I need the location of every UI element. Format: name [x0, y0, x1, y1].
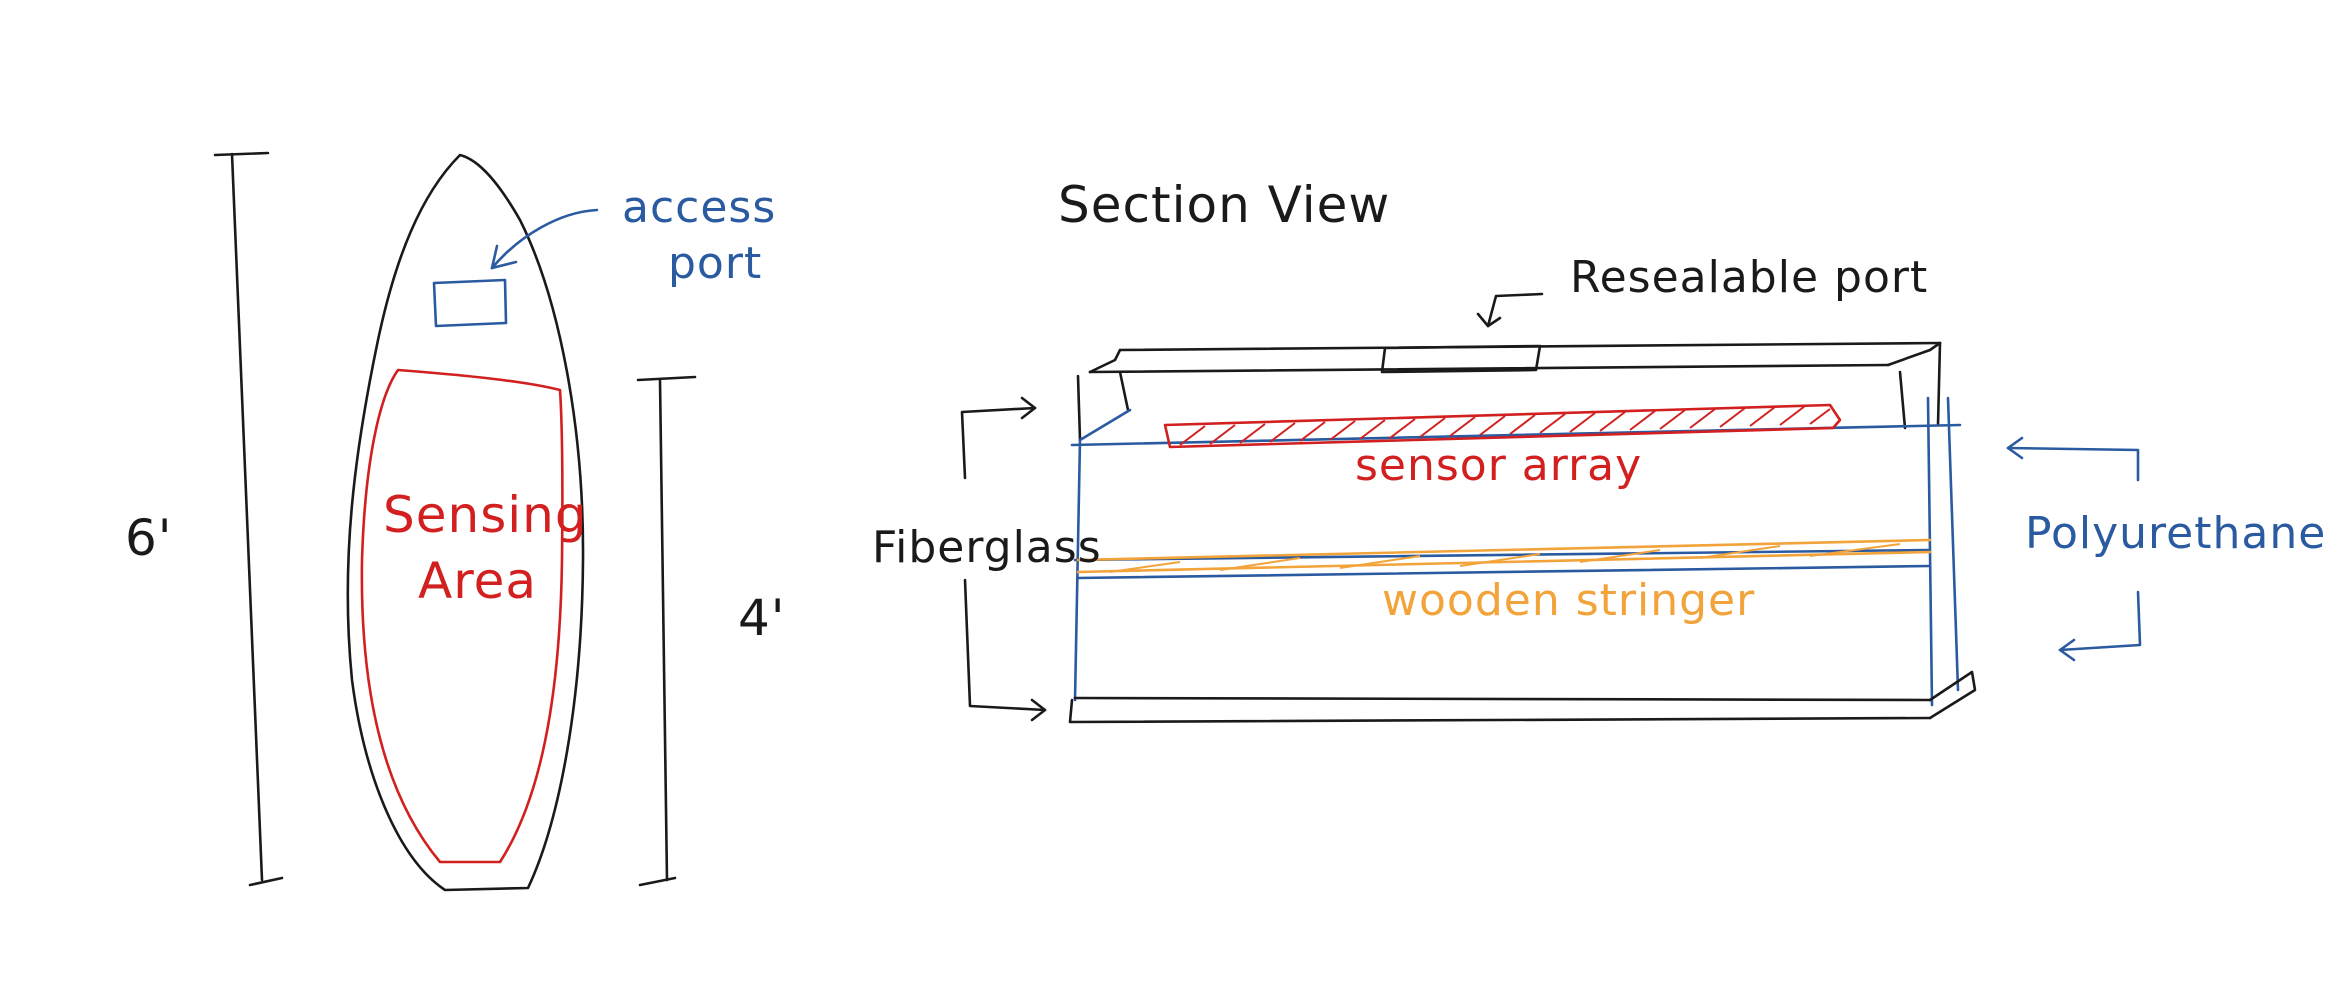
polyurethane-label: Polyurethane — [2025, 508, 2326, 559]
sensor-array-bar — [1163, 403, 1842, 449]
section-top-face — [1076, 341, 1942, 442]
access-port-label-line1: access — [622, 182, 776, 233]
section-view: Section View Resealable port — [872, 176, 2326, 724]
sensing-area-label-line1: Sensing — [383, 486, 588, 544]
access-port-rect — [432, 278, 508, 328]
wooden-stringer-label: wooden stringer — [1382, 575, 1755, 626]
resealable-port-rect — [1380, 344, 1542, 374]
polyurethane-bracket — [2006, 436, 2142, 662]
wooden-stringer-band — [1076, 538, 1932, 574]
overall-length-label: 6' — [125, 509, 173, 567]
section-bottom-face — [1068, 670, 1977, 724]
sensing-length-label: 4' — [738, 589, 786, 647]
access-port-label-line2: port — [668, 238, 762, 289]
resealable-port-arrow — [1476, 292, 1544, 328]
sensing-area-outline — [360, 368, 564, 864]
board-outline — [346, 153, 585, 892]
core-box — [1070, 396, 1962, 707]
resealable-port-label: Resealable port — [1570, 252, 1928, 303]
sensing-length-dimension — [636, 375, 697, 887]
sensing-area-label-line2: Area — [418, 552, 537, 610]
section-view-title: Section View — [1058, 176, 1390, 234]
access-port-arrow — [490, 208, 599, 270]
top-view: 6' access port Sensing Area 4' — [125, 151, 786, 892]
fiberglass-label: Fiberglass — [872, 522, 1102, 573]
overall-length-dimension — [213, 151, 284, 887]
fiberglass-bracket — [960, 396, 1047, 722]
sensor-array-label: sensor array — [1355, 440, 1642, 491]
